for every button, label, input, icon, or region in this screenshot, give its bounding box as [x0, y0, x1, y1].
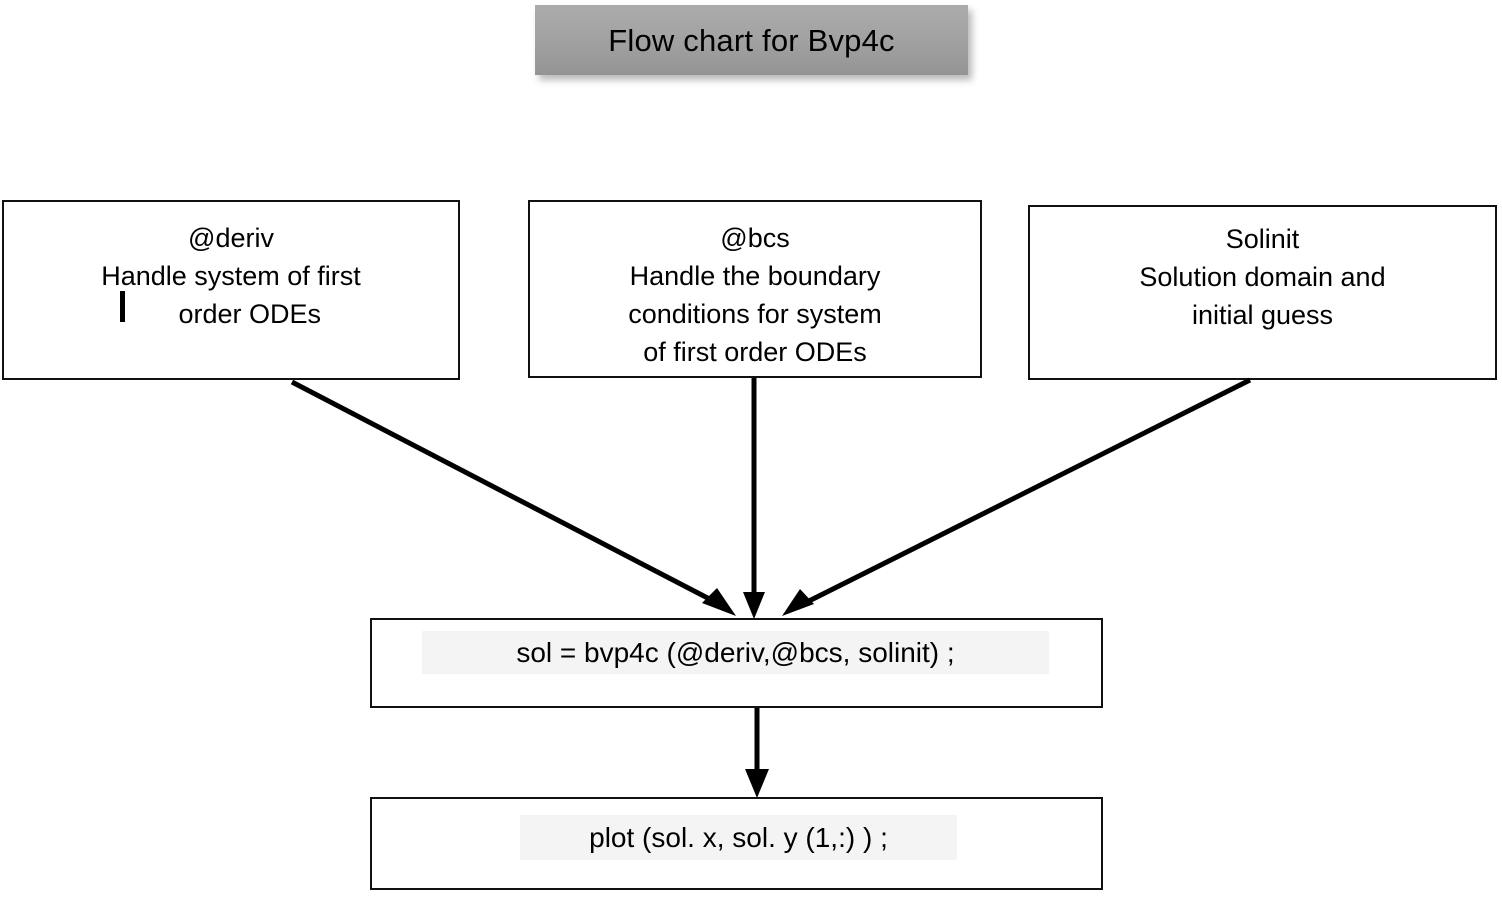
- box-deriv[interactable]: @deriv Handle system of first order ODEs: [2, 200, 460, 380]
- page-title: Flow chart for Bvp4c: [608, 22, 895, 58]
- box-bcs-text: @bcs Handle the boundary conditions for …: [628, 223, 882, 367]
- box-deriv-text: @deriv Handle system of first order ODEs: [101, 223, 361, 329]
- arrow-solinit-to-bvp4c: [782, 377, 1252, 616]
- box-plot-call[interactable]: plot (sol. x, sol. y (1,:) ) ;: [370, 797, 1103, 890]
- title-banner: Flow chart for Bvp4c: [535, 5, 968, 75]
- arrow-deriv-to-bvp4c: [290, 379, 736, 616]
- text-cursor-bar: [120, 291, 125, 322]
- box-solinit[interactable]: Solinit Solution domain and initial gues…: [1028, 205, 1497, 380]
- box-solinit-text: Solinit Solution domain and initial gues…: [1139, 224, 1386, 330]
- arrow-bvp4c-to-plot: [745, 708, 769, 798]
- box-bvp4c-call[interactable]: sol = bvp4c (@deriv,@bcs, solinit) ;: [370, 618, 1103, 708]
- arrow-bcs-to-bvp4c: [743, 378, 765, 619]
- plot-code-text: plot (sol. x, sol. y (1,:) ) ;: [520, 815, 957, 860]
- box-bcs[interactable]: @bcs Handle the boundary conditions for …: [528, 200, 982, 378]
- bvp4c-code-text: sol = bvp4c (@deriv,@bcs, solinit) ;: [422, 631, 1049, 674]
